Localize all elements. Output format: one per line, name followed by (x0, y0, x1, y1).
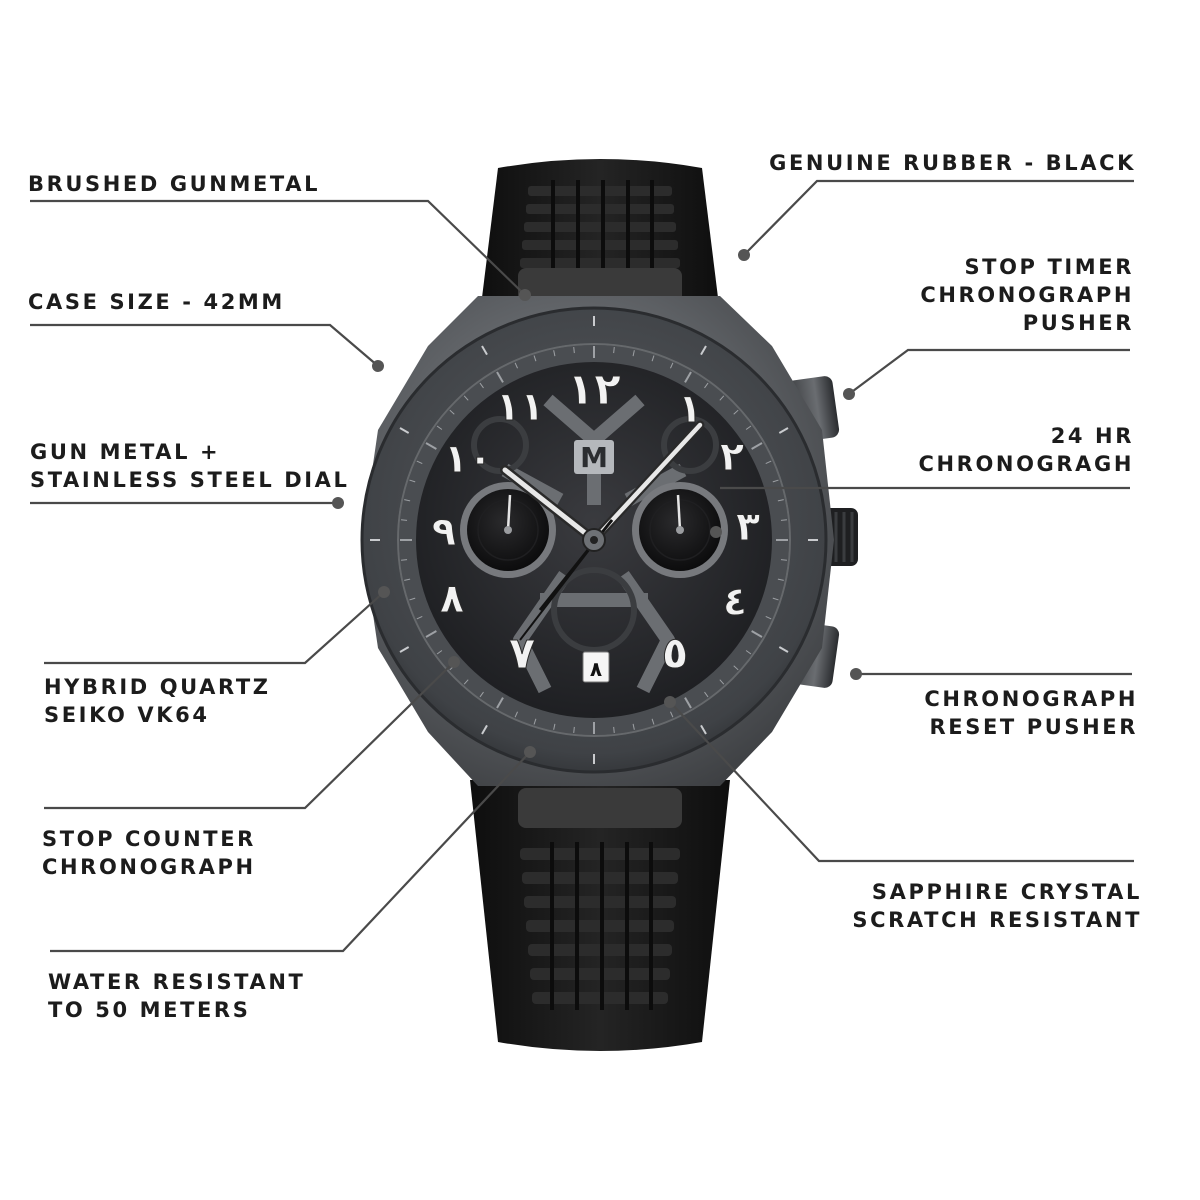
numeral-2: ٢ (720, 434, 744, 480)
numeral-10: ١٠ (444, 436, 493, 482)
strap-bottom-link (518, 788, 682, 828)
numeral-9: ٩ (432, 509, 456, 555)
label-brushed-gunmetal: BRUSHED GUNMETAL (28, 172, 321, 196)
numeral-8: ٨ (440, 576, 464, 622)
numeral-7: ٧ (509, 628, 536, 679)
sapphire-crystal (397, 343, 791, 737)
leader-dots (332, 249, 862, 758)
label-stop-counter: STOP COUNTER CHRONOGRAPH (42, 827, 256, 879)
leader-lines (30, 179, 1134, 953)
label-case-size: CASE SIZE - 42MM (28, 290, 285, 314)
numeral-4: ٤ (723, 579, 747, 625)
date-window: ٨ (582, 651, 610, 683)
sub-dial-left (460, 482, 556, 578)
watch-hands (500, 420, 705, 641)
label-sapphire-crystal: SAPPHIRE CRYSTAL SCRATCH RESISTANT (852, 880, 1142, 932)
label-24hr: 24 HR CHRONOGRAGH (918, 424, 1134, 476)
label-movement: HYBRID QUARTZ SEIKO VK64 (44, 675, 271, 727)
label-strap: GENUINE RUBBER - BLACK (769, 151, 1136, 175)
label-water-resistance: WATER RESISTANT TO 50 METERS (48, 970, 306, 1022)
numeral-11: ١١ (496, 384, 545, 430)
numeral-12: ١٢ (567, 364, 621, 415)
sub-dial-right (632, 482, 728, 578)
bezel-ticks (370, 316, 818, 764)
numeral-3: ٣ (736, 504, 760, 550)
label-stop-timer-pusher: STOP TIMER CHRONOGRAPH PUSHER (920, 255, 1134, 335)
strap-top-texture (520, 186, 680, 268)
rehaut-ticks (400, 346, 788, 734)
label-dial-material: GUN METAL + STAINLESS STEEL DIAL (30, 440, 350, 492)
label-reset-pusher: CHRONOGRAPH RESET PUSHER (924, 687, 1138, 739)
numeral-5: ٥ (662, 628, 689, 679)
date-value: ٨ (590, 657, 602, 681)
brand-logo-letter: M (580, 441, 608, 474)
brand-logo: M (574, 440, 614, 474)
